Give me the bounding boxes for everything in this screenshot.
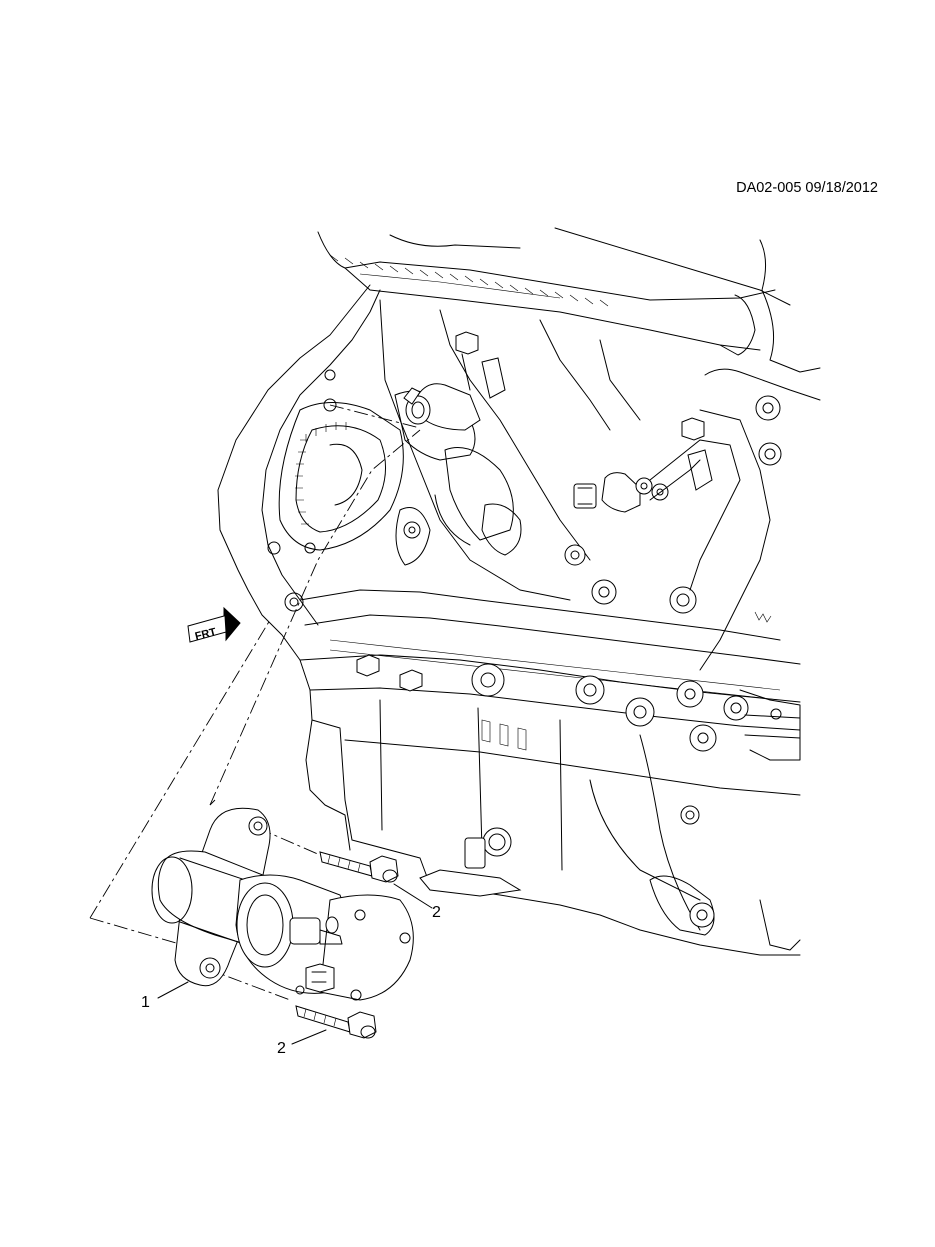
callout-label-2-lower: 2 [277, 1040, 286, 1057]
alignment-lines [89, 404, 421, 1001]
front-direction-indicator: FRT [187, 606, 241, 643]
callout-label-2-upper: 2 [432, 904, 441, 921]
callout-label-1: 1 [141, 994, 150, 1011]
crank-position-sensor [419, 827, 522, 897]
callout-leaders [157, 883, 433, 1045]
diagram-reference-code: DA02-005 09/18/2012 [736, 180, 878, 196]
starter-motor [151, 807, 414, 1001]
front-direction-label: FRT [194, 626, 218, 643]
starter-bolt-lower [295, 1005, 377, 1039]
engine-mount-bosses [324, 369, 782, 928]
starter-bolt-upper [319, 851, 399, 883]
engine-block [217, 227, 821, 956]
cam-position-sensors [403, 331, 713, 513]
